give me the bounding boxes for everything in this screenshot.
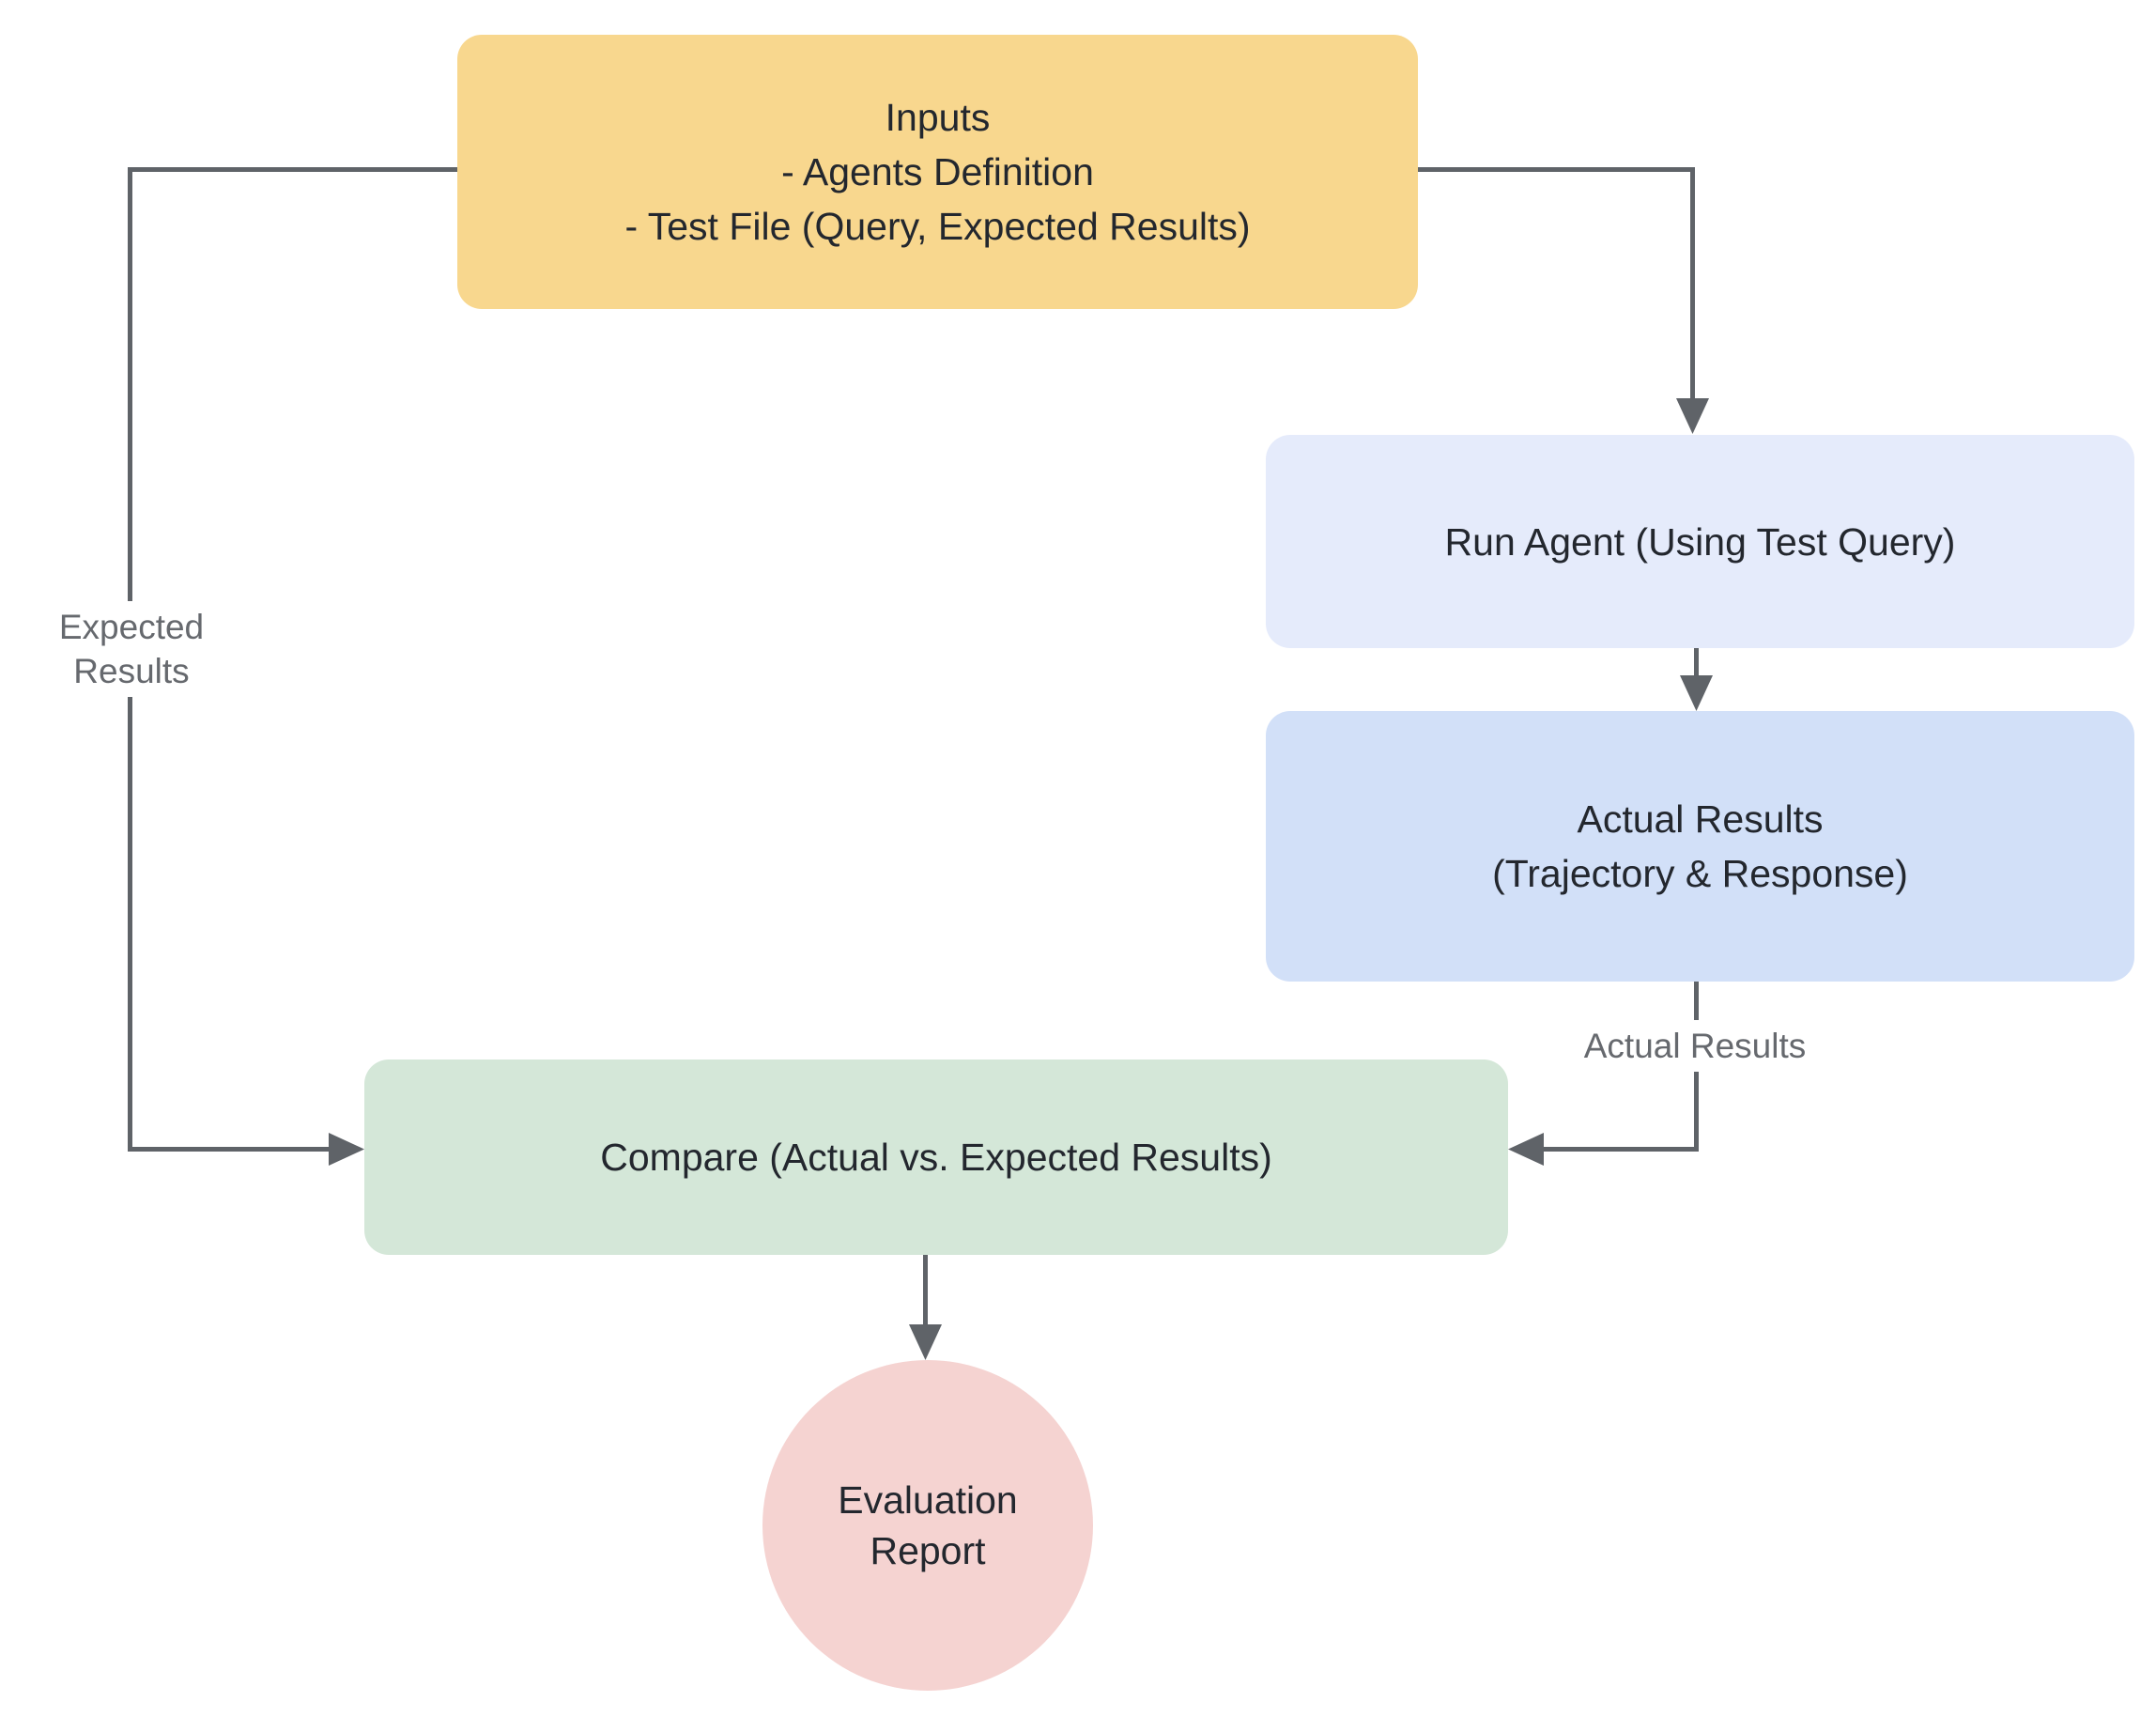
arrowhead-into-run-agent (1676, 398, 1709, 434)
expected-results-edge-label: Expected Results (28, 601, 235, 697)
run-agent-node: Run Agent (Using Test Query) (1266, 435, 2134, 648)
arrowhead-into-report (909, 1324, 942, 1360)
arrowhead-into-actual-results (1680, 675, 1713, 711)
arrowhead-into-compare-left (329, 1133, 364, 1166)
connector-inputs-to-run-agent (1418, 167, 1695, 400)
arrowhead-into-compare-right (1508, 1133, 1544, 1166)
actual-results-node: Actual Results (Trajectory & Response) (1266, 711, 2134, 982)
compare-node: Compare (Actual vs. Expected Results) (364, 1060, 1508, 1255)
compare-node-label: Compare (Actual vs. Expected Results) (600, 1136, 1272, 1179)
actual-results-node-line2: (Trajectory & Response) (1492, 852, 1908, 895)
actual-results-edge-label: Actual Results (1540, 1020, 1850, 1072)
expected-results-edge-label-line1: Expected (58, 608, 205, 646)
evaluation-report-node: Evaluation Report (762, 1360, 1093, 1691)
inputs-node: Inputs - Agents Definition - Test File (… (457, 35, 1418, 309)
actual-results-node-line1: Actual Results (1577, 797, 1824, 841)
evaluation-report-node-line2: Report (870, 1529, 986, 1572)
expected-results-edge-label-line2: Results (73, 652, 190, 690)
inputs-node-item-test-file: - Test File (Query, Expected Results) (624, 205, 1251, 248)
inputs-node-item-agents-definition: - Agents Definition (781, 150, 1094, 193)
evaluation-report-node-line1: Evaluation (838, 1478, 1018, 1522)
inputs-node-title: Inputs (885, 96, 991, 139)
run-agent-node-label: Run Agent (Using Test Query) (1444, 519, 1956, 564)
